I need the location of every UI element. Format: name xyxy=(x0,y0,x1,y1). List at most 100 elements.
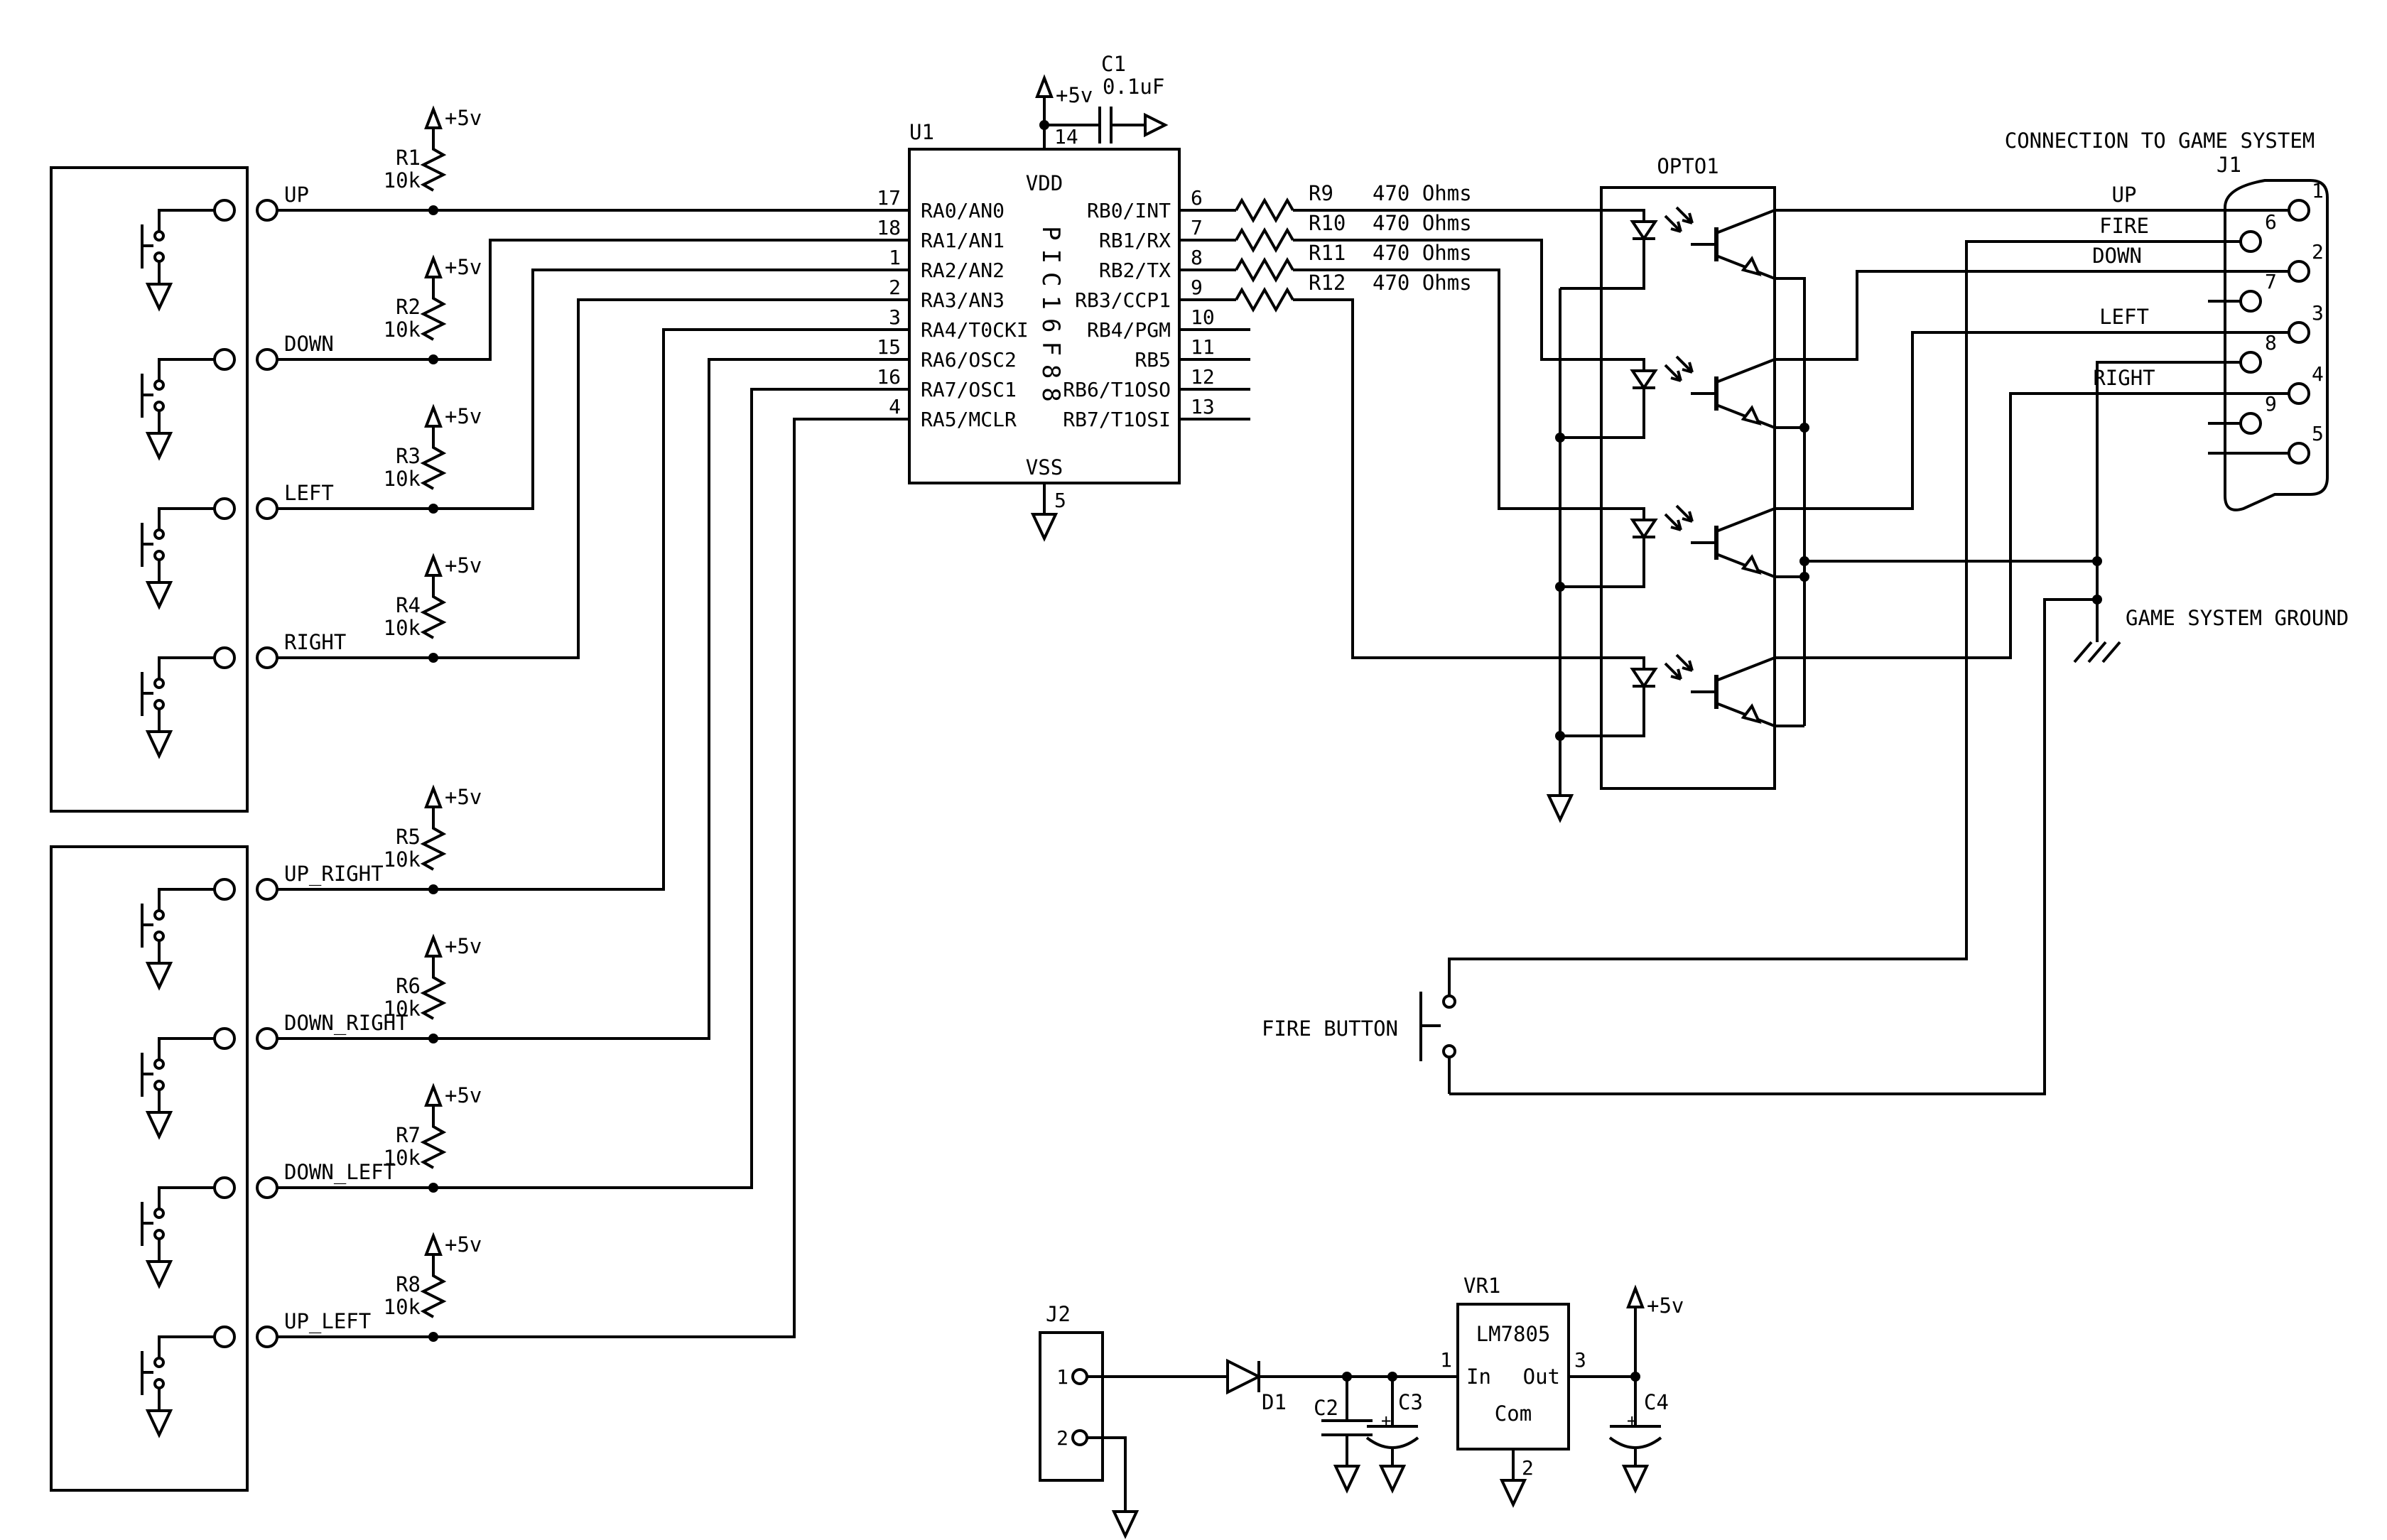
resistor-ref: R2 xyxy=(396,295,421,319)
resistor-value: 10k xyxy=(384,168,421,192)
resistor-ref: R9 xyxy=(1309,181,1333,205)
mcu-pin-num: 5 xyxy=(1054,489,1066,512)
diode-ref: D1 xyxy=(1262,1390,1287,1414)
vr1-com-label: Com xyxy=(1495,1401,1532,1426)
game-ground-label: GAME SYSTEM GROUND xyxy=(2126,606,2349,630)
resistor-R2 xyxy=(422,257,445,341)
mcu-pin-name: RA6/OSC2 xyxy=(921,348,1017,372)
resistor-ref: R6 xyxy=(396,974,421,998)
j1-pin-num: 4 xyxy=(2312,362,2324,386)
mcu-pin-name: RA4/T0CKI xyxy=(921,318,1029,342)
resistor-value: 470 Ohms xyxy=(1373,181,1472,205)
resistor-R9 xyxy=(1235,199,1294,222)
vcc-label: +5v xyxy=(445,1232,482,1257)
vcc-arrow xyxy=(1036,77,1053,98)
vr1-ref: VR1 xyxy=(1463,1274,1500,1298)
resistor-value: 10k xyxy=(384,997,421,1021)
resistor-ref: R10 xyxy=(1309,211,1346,235)
mcu-pin-num: 18 xyxy=(877,216,901,239)
pushbutton-box-1 xyxy=(50,166,278,813)
fire-button-label: FIRE BUTTON xyxy=(1262,1016,1398,1041)
cap-ref: C4 xyxy=(1644,1390,1669,1414)
resistor-R8 xyxy=(422,1235,445,1318)
ground-symbol xyxy=(1500,1479,1526,1506)
ground-symbol xyxy=(1547,794,1573,821)
pushbutton-box-2 xyxy=(50,845,278,1492)
signal-label: DOWN_LEFT xyxy=(284,1160,396,1185)
vcc-label: +5v xyxy=(445,404,482,428)
cap-value: 0.1uF xyxy=(1103,75,1164,99)
mcu-pin-num: 13 xyxy=(1191,395,1215,418)
mcu-pin-num: 10 xyxy=(1191,305,1215,329)
vcc-label: +5v xyxy=(1647,1294,1684,1318)
mcu-pin-num: 8 xyxy=(1191,246,1203,269)
mcu-U1: U1 VDD VSS PIC16F88 14 5 17 RA0/AN0 18 R… xyxy=(877,120,1214,512)
diode-D1 xyxy=(1226,1358,1262,1395)
j1-pin-num: 8 xyxy=(2265,331,2277,354)
signal-label: UP_RIGHT xyxy=(284,862,384,886)
mcu-part-number: PIC16F88 xyxy=(1036,226,1065,411)
resistor-ref: R12 xyxy=(1309,271,1346,295)
mcu-pin-num: 16 xyxy=(877,365,901,389)
j1-pin-num: 5 xyxy=(2312,422,2324,445)
j1-ref: J1 xyxy=(2216,153,2241,177)
mcu-pin-num: 11 xyxy=(1191,335,1215,359)
mcu-pin-name: RB6/T1OSO xyxy=(1063,378,1171,401)
mcu-pin-name: RA0/AN0 xyxy=(921,199,1005,222)
vr1-out-label: Out xyxy=(1523,1365,1560,1389)
pullup-resistors: R1 10k +5v R2 10k +5v R3 10k +5v R4 10k … xyxy=(384,106,482,1319)
vcc-label: +5v xyxy=(445,255,482,279)
connector-J1: J1 CONNECTION TO GAME SYSTEM 1 2 3 4 5 6… xyxy=(2005,129,2329,511)
signal-label: UP xyxy=(284,183,309,207)
j1-pin-num: 1 xyxy=(2312,179,2324,202)
power-supply: J2 1 2 D1 C2 C3 + C4 + VR1 LM7805 In Out… xyxy=(1039,1274,1684,1537)
resistor-R7 xyxy=(422,1085,445,1169)
mcu-power: +5v C1 0.1uF xyxy=(1032,52,1169,540)
vcc-label: +5v xyxy=(445,1083,482,1107)
resistor-R3 xyxy=(422,406,445,490)
mcu-pin-num: 2 xyxy=(889,276,901,299)
opto-unit-2 xyxy=(1560,357,1775,438)
vcc-label: +5v xyxy=(445,785,482,809)
vr1-part: LM7805 xyxy=(1476,1322,1551,1346)
resistor-ref: R5 xyxy=(396,825,421,849)
signal-label: RIGHT xyxy=(284,630,346,654)
cap-ref: C1 xyxy=(1101,52,1126,76)
cap-ref: C2 xyxy=(1314,1396,1338,1420)
pushbutton-up xyxy=(141,199,278,310)
j2-ref: J2 xyxy=(1046,1302,1071,1326)
opto-ref: OPTO1 xyxy=(1657,154,1718,178)
vr1-pin-num: 2 xyxy=(1522,1456,1534,1480)
mcu-pin-num: 7 xyxy=(1191,216,1203,239)
resistor-value: 10k xyxy=(384,1146,421,1170)
signal-labels: UP DOWN LEFT RIGHT UP_RIGHT DOWN_RIGHT D… xyxy=(284,183,408,1334)
resistor-value: 10k xyxy=(384,1295,421,1319)
cap-polarity: + xyxy=(1627,1411,1637,1431)
fire-contact xyxy=(1442,1044,1456,1058)
mcu-pin-num: 3 xyxy=(889,305,901,329)
resistor-ref: R1 xyxy=(396,146,421,170)
j2-pin-num: 2 xyxy=(1056,1426,1068,1450)
vr1-pin-num: 3 xyxy=(1574,1348,1586,1372)
power-arrow-icon xyxy=(1144,112,1169,138)
ground-symbol xyxy=(1032,513,1057,540)
signal-label: LEFT xyxy=(284,481,334,505)
j1-pin-num: 6 xyxy=(2265,210,2277,234)
mcu-pin-num: 14 xyxy=(1054,125,1078,148)
vr1-pin-num: 1 xyxy=(1440,1348,1452,1372)
ground-symbol xyxy=(1113,1510,1138,1537)
mcu-pin-num: 4 xyxy=(889,395,901,418)
page-title: CONNECTION TO GAME SYSTEM xyxy=(2005,129,2315,153)
vcc-arrow xyxy=(1627,1287,1644,1308)
opto-unit-1 xyxy=(1560,207,1775,288)
cap-polarity: + xyxy=(1381,1411,1391,1431)
mcu-pin-name: RA7/OSC1 xyxy=(921,378,1017,401)
j2-pin-num: 1 xyxy=(1056,1365,1068,1389)
pushbutton-right xyxy=(141,646,278,757)
resistor-value: 470 Ohms xyxy=(1373,271,1472,295)
resistor-R1 xyxy=(422,108,445,192)
wires-mcu-to-opto: R9 470 Ohms R10 470 Ohms R11 470 Ohms R1… xyxy=(1179,181,1601,659)
opto-unit-3 xyxy=(1560,506,1775,587)
vcc-label: +5v xyxy=(445,553,482,578)
